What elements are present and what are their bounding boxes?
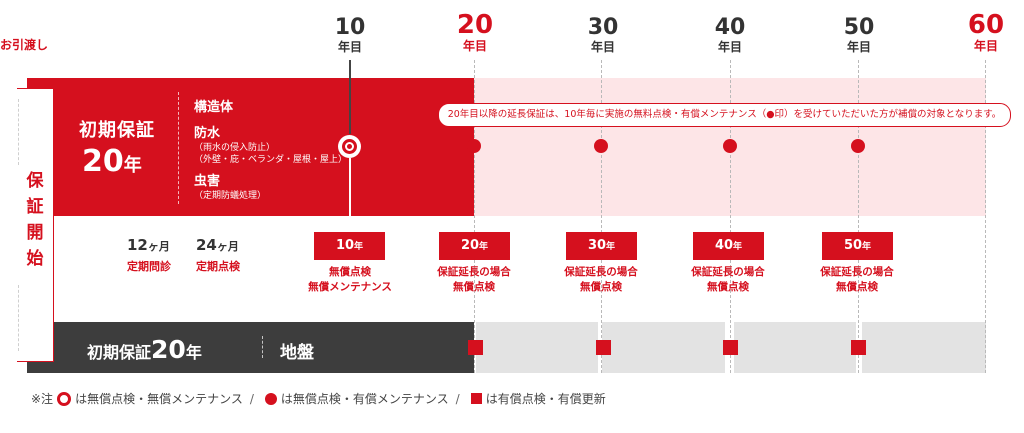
coverage-waterproof-note: （外壁・庇・ベランダ・屋根・屋上）: [194, 155, 348, 165]
coverage-structure: 構造体: [194, 100, 234, 115]
paid-renewal-marker: [468, 340, 483, 355]
warranty-start-column: [17, 88, 54, 362]
legend-separator: /: [455, 391, 460, 406]
year-30-guide: [601, 60, 602, 373]
legend-square-text: は有償点検・有償更新: [485, 392, 606, 406]
ground-coverage-item: 地盤: [280, 343, 314, 363]
initial-warranty-years: 20年: [82, 144, 142, 179]
milestone-tag-40: 40年: [693, 232, 764, 260]
dot-legend-icon: [264, 392, 277, 405]
milestone-tag-30: 30年: [566, 232, 637, 260]
initial-warranty-title: 初期保証: [79, 120, 155, 141]
paid-maintenance-marker: [594, 139, 608, 153]
initial-warranty-band: [27, 78, 474, 216]
paid-renewal-marker: [723, 340, 738, 355]
coverage-termite: 虫害: [194, 174, 221, 189]
handover-label: お引渡し: [0, 38, 49, 52]
milestone-tag-20: 20年: [439, 232, 510, 260]
paid-maintenance-marker: [851, 139, 865, 153]
ground-extended-segment: [476, 322, 598, 373]
ground-warranty-title: 初期保証20年: [87, 335, 202, 364]
year-10-guide: [349, 60, 351, 134]
paid-maintenance-marker: [723, 139, 737, 153]
milestone-desc-40: 保証延長の場合無償点検: [691, 266, 765, 293]
year-40-guide: [730, 60, 731, 373]
inspection-24-months: 24ヶ月 定期点検: [196, 236, 240, 273]
legend-separator: /: [249, 391, 254, 406]
coverage-termite-note: （定期防蟻処理）: [194, 191, 267, 201]
paid-renewal-marker: [596, 340, 611, 355]
legend: ※注 は無償点検・無償メンテナンス / は無償点検・有償メンテナンス / は有償…: [31, 390, 606, 407]
free-inspection-free-maintenance-marker: [338, 135, 361, 158]
legend-ring-text: は無償点検・無償メンテナンス: [75, 392, 243, 406]
milestone-tag-50: 50年: [822, 232, 893, 260]
warranty-start-label: 保証開始: [26, 171, 44, 269]
ground-extended-segment: [602, 322, 725, 373]
initial-warranty-divider: [178, 92, 179, 204]
extended-warranty-callout: 20年目以降の延長保証は、10年毎に実施の無料点検・有償メンテナンス（●印）を受…: [438, 103, 1011, 127]
ring-legend-icon: [57, 391, 72, 406]
year-50-guide: [858, 60, 859, 373]
ground-extended-segment: [734, 322, 856, 373]
milestone-desc-10: 無償点検無償メンテナンス: [308, 266, 392, 293]
ground-warranty-band: [27, 322, 474, 373]
legend-note: ※注: [31, 392, 54, 406]
ground-divider: [262, 336, 263, 358]
milestone-desc-50: 保証延長の場合無償点検: [820, 266, 894, 293]
year-20-guide: [474, 60, 475, 373]
coverage-waterproof-note: （雨水の侵入防止）: [194, 143, 276, 153]
square-legend-icon: [470, 393, 482, 404]
legend-dot-text: は無償点検・有償メンテナンス: [280, 392, 449, 406]
milestone-desc-20: 保証延長の場合無償点検: [437, 266, 511, 293]
milestone-desc-30: 保証延長の場合無償点検: [564, 266, 638, 293]
milestone-tag-10: 10年: [314, 232, 385, 260]
paid-renewal-marker: [851, 340, 866, 355]
paid-maintenance-marker: [467, 139, 481, 153]
ground-extended-segment: [862, 322, 986, 373]
coverage-waterproof: 防水: [194, 126, 221, 141]
year-10-guide: [349, 158, 351, 218]
year-60-guide: [985, 60, 986, 373]
inspection-12-months: 12ヶ月 定期問診: [127, 236, 171, 273]
